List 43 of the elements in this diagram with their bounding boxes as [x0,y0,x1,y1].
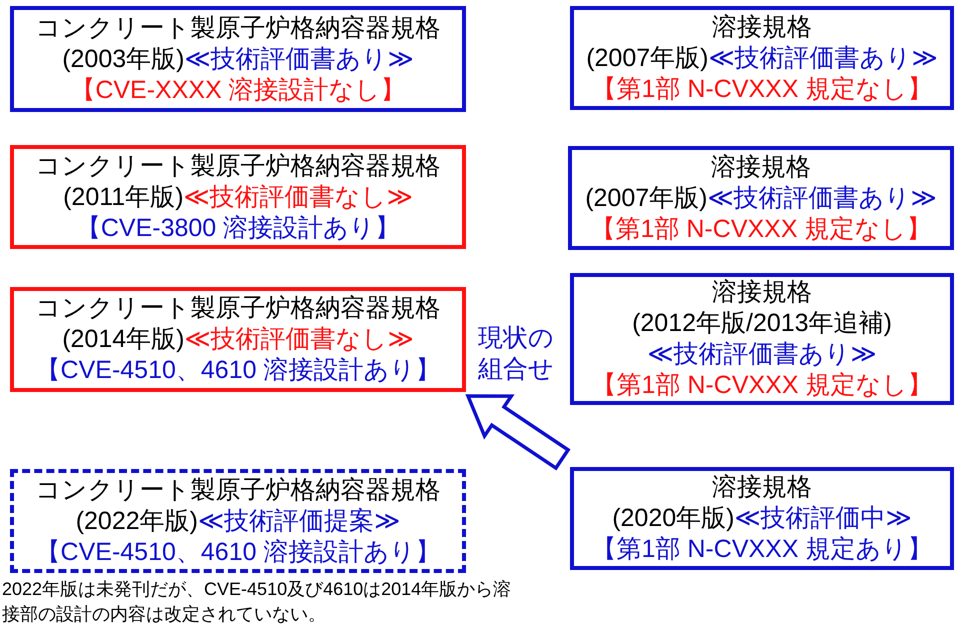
standard-name: コンクリート製原子炉格納容器規格 [36,14,440,42]
evaluation-status: ≪技術評価中≫ [734,504,912,532]
evaluation-status: ≪技術評価書あり≫ [707,184,937,212]
design-status: 【第1部 N-CVXXX 規定なし】 [592,74,932,102]
design-status: 【CVE-4510、4610 溶接設計あり】 [36,356,440,384]
edition-year: (2003年版) [62,44,184,72]
edition-year: (2011年版) [63,182,184,210]
evaluation-status: ≪技術評価提案≫ [198,506,400,534]
design-status: 【CVE-4510、4610 溶接設計あり】 [36,538,440,566]
evaluation-status: ≪技術評価書あり≫ [184,44,414,72]
standard-box [10,145,466,249]
standard-box [570,6,954,110]
evaluation-status: ≪技術評価書なし≫ [184,325,414,353]
standard-box [568,146,954,250]
standard-name: 溶接規格 [712,473,812,501]
design-status: 【第1部 N-CVXXX 規定あり】 [592,535,932,563]
footnote: 2022年版は未発刊だが、CVE-4510及び4610は2014年版から溶接部の設計の内容は改定されていない。 [2,578,512,626]
design-status: 【第1部 N-CVXXX 規定なし】 [590,214,932,242]
standard-name: 溶接規格 [711,152,811,180]
evaluation-status: ≪技術評価書あり≫ [647,340,877,368]
standard-name: コンクリート製原子炉格納容器規格 [36,294,440,322]
design-status: 【第1部 N-CVXXX 規定なし】 [592,371,932,399]
design-status: 【CVE-XXXX 溶接設計なし】 [70,76,406,104]
standard-name: コンクリート製原子炉格納容器規格 [36,476,440,504]
standard-box [10,287,466,392]
design-status: 【CVE-3800 溶接設計あり】 [76,214,400,242]
edition-year: (2022年版) [76,506,198,534]
standard-name: コンクリート製原子炉格納容器規格 [36,152,440,180]
edition-year: (2020年版) [612,504,734,532]
standard-box [570,273,954,405]
evaluation-status: ≪技術評価書あり≫ [708,44,938,72]
standard-box [10,6,466,112]
edition-year: (2007年版) [586,44,708,72]
standard-box [570,467,954,570]
standard-name: 溶接規格 [712,12,812,40]
edition-year: (2007年版) [585,184,708,212]
edge-label: 現状の組合せ [478,323,555,385]
evaluation-status: ≪技術評価書なし≫ [184,182,413,210]
edition-year: (2012年版/2013年追補) [632,309,892,337]
block-arrow [465,394,571,471]
edition-year: (2014年版) [62,325,184,353]
standard-box [10,469,466,573]
standard-name: 溶接規格 [712,278,812,306]
